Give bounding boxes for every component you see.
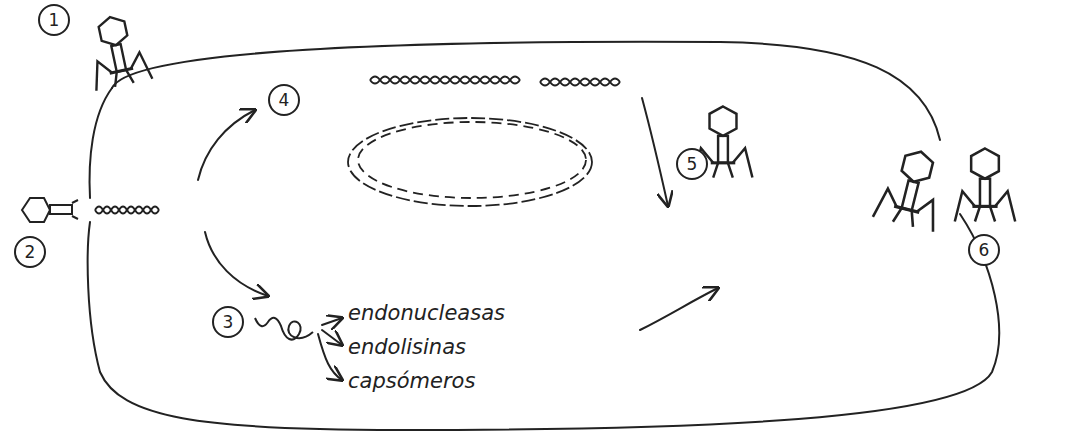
callout-number: 6 [968,234,1000,266]
cell-outline [88,42,999,430]
callout-number: 5 [676,148,708,180]
callout-number: 1 [38,4,70,36]
protein-label: endolisinas [348,336,466,359]
protein-label: capsómeros [348,370,475,393]
phage-figures [22,11,1015,232]
protein-chain [255,318,313,340]
protein-label: endonucleasas [348,302,505,325]
callout-number: 2 [14,236,46,268]
dna-strands [95,77,620,214]
process-arrows [198,98,718,380]
callout-number: 3 [212,306,244,338]
callout-number: 4 [268,84,300,116]
